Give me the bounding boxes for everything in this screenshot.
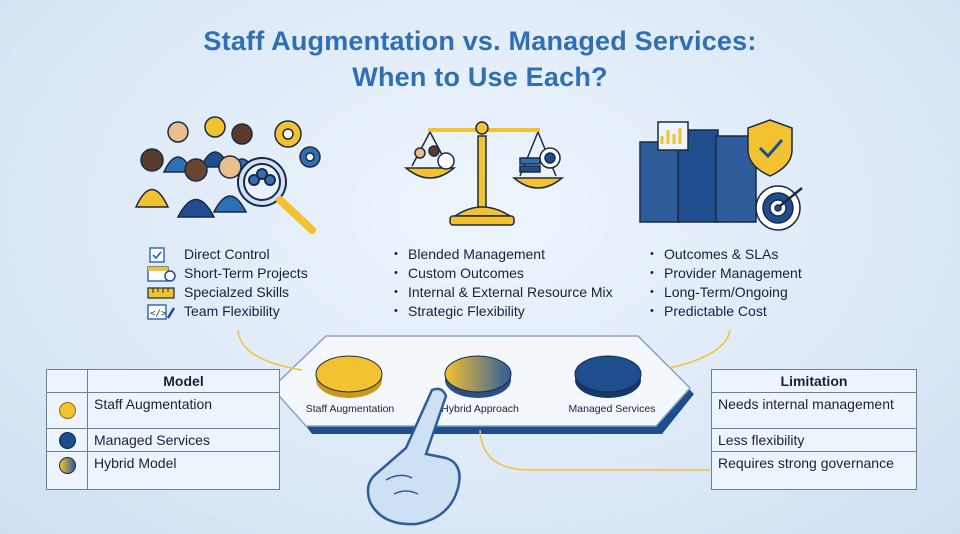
navy-dot-icon xyxy=(58,431,76,449)
calendar-clock-icon xyxy=(146,265,184,282)
svg-text:</>: </> xyxy=(150,309,167,319)
list-item: •Provider Management xyxy=(650,265,802,281)
model-name: Staff Augmentation xyxy=(87,392,280,429)
hybrid-approach-button[interactable] xyxy=(444,355,512,398)
pointing-hand-icon xyxy=(360,384,480,534)
balance-scale-illustration xyxy=(400,118,570,233)
item-label: Team Flexibility xyxy=(184,303,280,319)
limitation-text: Needs internal management xyxy=(711,392,917,429)
gradient-dot-icon xyxy=(58,456,76,474)
model-table-header: Model xyxy=(87,369,280,393)
item-label: Custom Outcomes xyxy=(408,265,524,281)
model-name: Hybrid Model xyxy=(87,451,280,490)
connector-lines xyxy=(230,320,750,480)
item-label: Predictable Cost xyxy=(664,303,767,319)
list-item: Specialzed Skills xyxy=(146,283,308,302)
control-panel xyxy=(262,334,702,444)
page-title-line2: When to Use Each? xyxy=(352,62,608,92)
limitation-table: Limitation Needs internal management Les… xyxy=(711,369,917,490)
managed-services-button[interactable] xyxy=(574,355,642,398)
model-name: Managed Services xyxy=(87,428,280,452)
table-row: Needs internal management xyxy=(711,392,917,429)
ruler-icon xyxy=(146,285,184,301)
staff-augmentation-button[interactable] xyxy=(315,355,383,398)
item-label: Strategic Flexibility xyxy=(408,303,525,319)
team-magnifier-illustration xyxy=(130,112,330,237)
list-item: Direct Control xyxy=(146,245,308,264)
limitation-text: Less flexibility xyxy=(711,428,917,452)
checklist-icon xyxy=(146,246,184,263)
item-label: Specialzed Skills xyxy=(184,284,290,300)
table-row: Hybrid Model xyxy=(46,451,280,490)
list-item: •Custom Outcomes xyxy=(394,265,524,281)
hybrid-approach-label: Hybrid Approach xyxy=(441,403,519,415)
list-item: •Outcomes & SLAs xyxy=(650,246,779,262)
gear-icon xyxy=(274,120,302,148)
list-item: •Blended Management xyxy=(394,246,545,262)
managed-features-list: •Outcomes & SLAs •Provider Management •L… xyxy=(650,245,802,321)
table-row: Staff Augmentation xyxy=(46,392,280,429)
item-label: Internal & External Resource Mix xyxy=(408,284,613,300)
item-label: Short-Term Projects xyxy=(184,265,308,281)
list-item: </> Team Flexibility xyxy=(146,302,308,321)
list-item: •Strategic Flexibility xyxy=(394,303,525,319)
staff-augmentation-label: Staff Augmentation xyxy=(305,403,395,415)
table-row: Managed Services xyxy=(46,428,280,452)
staff-features-list: Direct Control Short-Term Projects Speci… xyxy=(146,245,308,321)
code-pencil-icon: </> xyxy=(146,303,184,320)
gear-icon xyxy=(299,146,321,168)
item-label: Direct Control xyxy=(184,246,270,262)
list-item: Short-Term Projects xyxy=(146,264,308,283)
hybrid-features-list: •Blended Management •Custom Outcomes •In… xyxy=(394,245,613,321)
limitation-text: Requires strong governance xyxy=(711,451,917,490)
gold-dot-icon xyxy=(58,402,76,420)
list-item: •Predictable Cost xyxy=(650,303,767,319)
page-title-line1: Staff Augmentation vs. Managed Services: xyxy=(203,26,757,56)
limitation-table-header: Limitation xyxy=(711,369,917,393)
item-label: Provider Management xyxy=(664,265,802,281)
clock-icon xyxy=(437,152,455,170)
table-row: Requires strong governance xyxy=(711,451,917,490)
list-item: •Long-Term/Ongoing xyxy=(650,284,788,300)
list-item: •Internal & External Resource Mix xyxy=(394,284,613,300)
managed-services-label: Managed Services xyxy=(568,403,656,415)
item-label: Long-Term/Ongoing xyxy=(664,284,788,300)
servers-shield-illustration xyxy=(630,112,820,237)
item-label: Blended Management xyxy=(408,246,545,262)
model-table: Model Staff Augmentation Managed Service… xyxy=(46,369,280,490)
shield-icon xyxy=(747,119,793,177)
table-row: Less flexibility xyxy=(711,428,917,452)
item-label: Outcomes & SLAs xyxy=(664,246,779,262)
magnifier-icon xyxy=(237,157,316,234)
